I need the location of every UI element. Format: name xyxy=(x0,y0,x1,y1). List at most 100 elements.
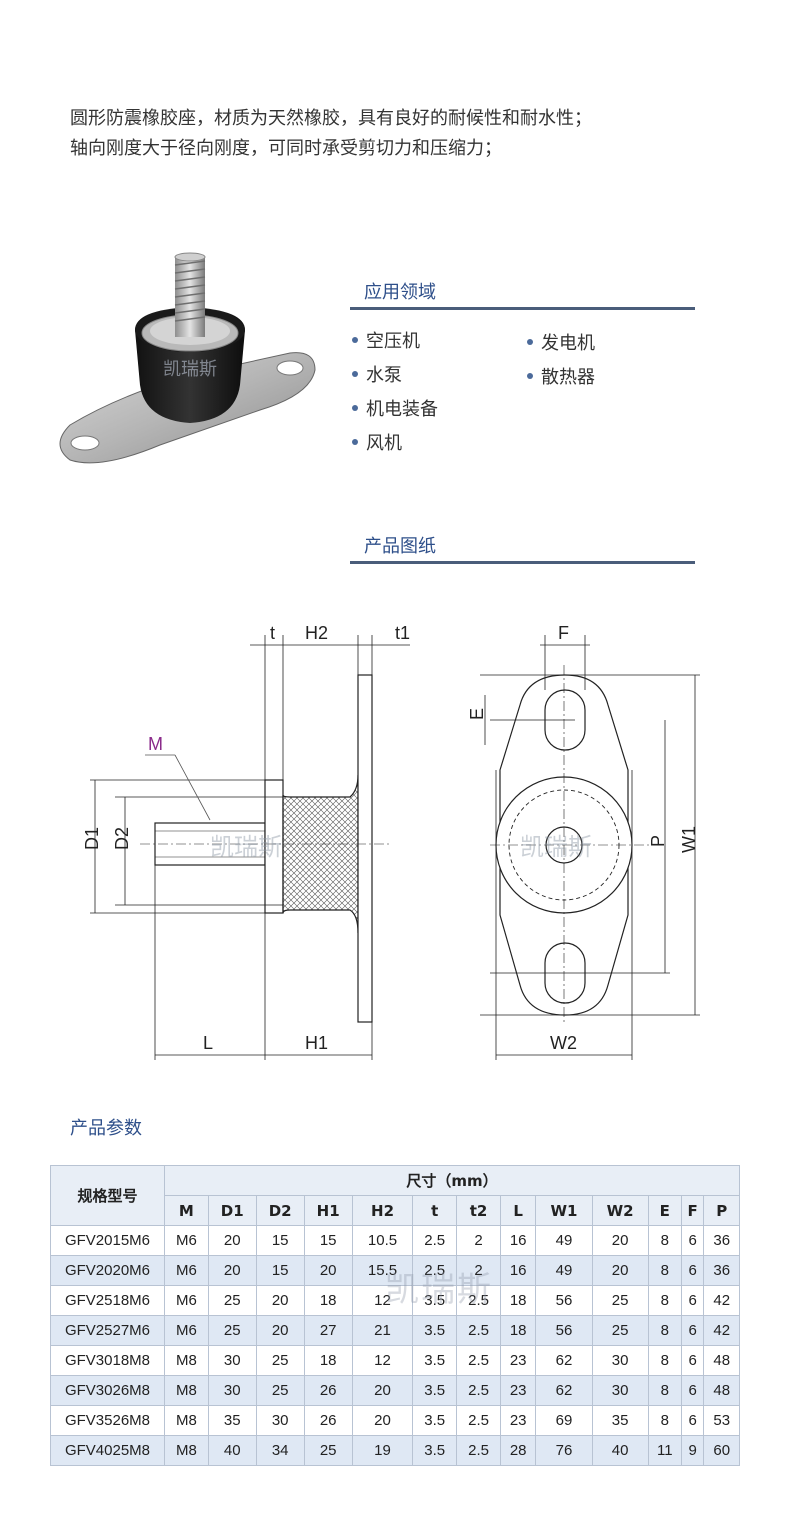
application-item: 空压机 xyxy=(352,327,420,353)
value-cell: 30 xyxy=(207,1345,257,1376)
value-cell: 2.5 xyxy=(456,1435,501,1466)
model-cell: GFV3526M8 xyxy=(50,1405,165,1436)
value-cell: 42 xyxy=(703,1285,740,1316)
value-cell: 42 xyxy=(703,1315,740,1346)
value-cell: 48 xyxy=(703,1375,740,1406)
value-cell: 30 xyxy=(255,1405,305,1436)
value-cell: M8 xyxy=(164,1435,209,1466)
value-cell: 3.5 xyxy=(412,1405,458,1436)
value-cell: 40 xyxy=(591,1435,649,1466)
value-cell: 20 xyxy=(207,1225,257,1256)
model-cell: GFV3018M8 xyxy=(50,1345,165,1376)
value-cell: 49 xyxy=(535,1225,593,1256)
value-cell: 2.5 xyxy=(456,1405,501,1436)
bullet-icon xyxy=(352,371,358,377)
value-cell: 20 xyxy=(303,1255,353,1286)
value-cell: 25 xyxy=(255,1375,305,1406)
label-h1: H1 xyxy=(305,1033,328,1053)
value-cell: 6 xyxy=(680,1225,705,1256)
value-cell: 62 xyxy=(535,1375,593,1406)
value-cell: 9 xyxy=(680,1435,705,1466)
application-item: 水泵 xyxy=(352,361,402,387)
value-cell: 20 xyxy=(591,1255,649,1286)
value-cell: 3.5 xyxy=(412,1345,458,1376)
value-cell: 8 xyxy=(647,1285,682,1316)
column-header: D1 xyxy=(207,1195,257,1226)
bullet-icon xyxy=(527,339,533,345)
model-cell: GFV2015M6 xyxy=(50,1225,165,1256)
side-view-labels: t H2 t1 M D1 D2 L H1 xyxy=(82,623,410,1053)
value-cell: 48 xyxy=(703,1345,740,1376)
value-cell: 18 xyxy=(303,1285,353,1316)
value-cell: 25 xyxy=(207,1285,257,1316)
application-item: 发电机 xyxy=(527,329,595,355)
value-cell: 12 xyxy=(351,1345,414,1376)
value-cell: M6 xyxy=(164,1225,209,1256)
value-cell: 10.5 xyxy=(351,1225,414,1256)
value-cell: M8 xyxy=(164,1405,209,1436)
column-header: H2 xyxy=(351,1195,414,1226)
application-item: 散热器 xyxy=(527,363,595,389)
value-cell: M6 xyxy=(164,1255,209,1286)
value-cell: 20 xyxy=(207,1255,257,1286)
model-header: 规格型号 xyxy=(50,1165,165,1226)
column-header: t xyxy=(412,1195,458,1226)
value-cell: 16 xyxy=(499,1255,537,1286)
value-cell: 30 xyxy=(207,1375,257,1406)
intro-line-1: 圆形防震橡胶座，材质为天然橡胶，具有良好的耐候性和耐水性； xyxy=(70,108,592,129)
value-cell: 3.5 xyxy=(412,1285,458,1316)
label-p: P xyxy=(648,835,668,847)
table-watermark: 凯瑞斯 xyxy=(385,1270,493,1310)
value-cell: 69 xyxy=(535,1405,593,1436)
value-cell: 2 xyxy=(456,1255,501,1286)
bullet-icon xyxy=(352,439,358,445)
value-cell: 18 xyxy=(303,1345,353,1376)
model-cell: GFV4025M8 xyxy=(50,1435,165,1466)
drawing-watermark-right: 凯瑞斯 xyxy=(520,834,592,861)
column-header: D2 xyxy=(255,1195,305,1226)
value-cell: 30 xyxy=(591,1375,649,1406)
value-cell: 76 xyxy=(535,1435,593,1466)
label-w2: W2 xyxy=(550,1033,577,1053)
drawing-rule xyxy=(350,561,695,564)
value-cell: 30 xyxy=(591,1345,649,1376)
column-header: L xyxy=(499,1195,537,1226)
value-cell: 3.5 xyxy=(412,1375,458,1406)
value-cell: 34 xyxy=(255,1435,305,1466)
value-cell: 20 xyxy=(255,1285,305,1316)
value-cell: M6 xyxy=(164,1285,209,1316)
value-cell: 40 xyxy=(207,1435,257,1466)
value-cell: 8 xyxy=(647,1345,682,1376)
value-cell: 8 xyxy=(647,1255,682,1286)
value-cell: 18 xyxy=(499,1285,537,1316)
value-cell: 25 xyxy=(303,1435,353,1466)
value-cell: 20 xyxy=(255,1315,305,1346)
value-cell: 6 xyxy=(680,1345,705,1376)
application-item: 机电装备 xyxy=(352,395,438,421)
value-cell: 8 xyxy=(647,1375,682,1406)
bullet-icon xyxy=(352,337,358,343)
value-cell: 2.5 xyxy=(456,1375,501,1406)
intro-text: 圆形防震橡胶座，材质为天然橡胶，具有良好的耐候性和耐水性； 轴向刚度大于径向刚度… xyxy=(70,104,592,164)
label-d2: D2 xyxy=(112,827,132,850)
model-cell: GFV2527M6 xyxy=(50,1315,165,1346)
value-cell: 62 xyxy=(535,1345,593,1376)
value-cell: 35 xyxy=(591,1405,649,1436)
column-header: W1 xyxy=(535,1195,593,1226)
label-m: M xyxy=(148,734,163,754)
column-header: H1 xyxy=(303,1195,353,1226)
model-cell: GFV2020M6 xyxy=(50,1255,165,1286)
value-cell: 56 xyxy=(535,1285,593,1316)
value-cell: M6 xyxy=(164,1315,209,1346)
value-cell: 25 xyxy=(255,1345,305,1376)
model-cell: GFV3026M8 xyxy=(50,1375,165,1406)
value-cell: 16 xyxy=(499,1225,537,1256)
value-cell: 6 xyxy=(680,1255,705,1286)
